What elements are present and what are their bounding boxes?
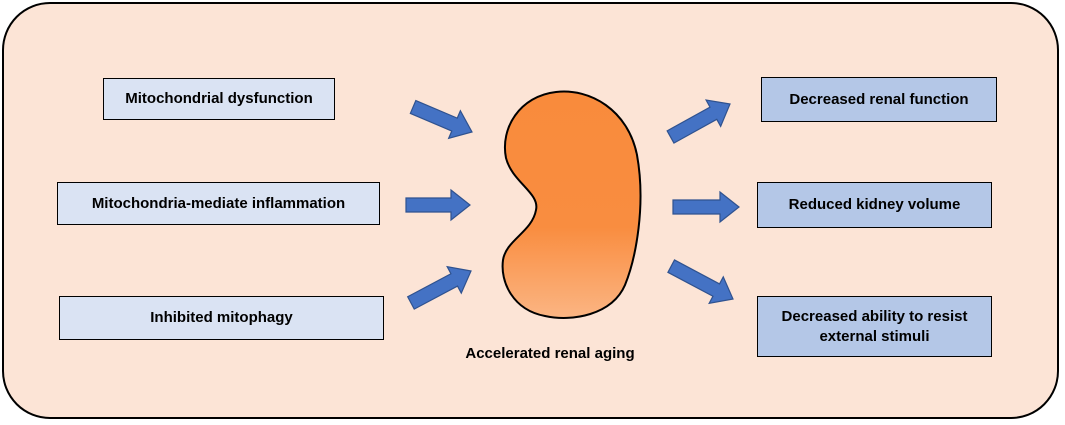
kidney-icon xyxy=(501,90,642,319)
arrow-cause-1 xyxy=(409,99,473,140)
cause-box-mitochondrial-dysfunction: Mitochondrial dysfunction xyxy=(103,78,335,120)
arrow-cause-3 xyxy=(406,265,472,310)
cause-box-inhibited-mitophagy: Inhibited mitophagy xyxy=(59,296,384,340)
arrow-effect-3 xyxy=(667,259,734,305)
arrow-cause-2 xyxy=(405,188,471,222)
effect-box-decreased-renal-function: Decreased renal function xyxy=(761,77,997,122)
effect-box-decreased-ability-to-resist: Decreased ability to resist external sti… xyxy=(757,296,992,357)
effect-box-reduced-kidney-volume: Reduced kidney volume xyxy=(757,182,992,228)
cause-box-mitochondria-mediate-inflammation: Mitochondria-mediate inflammation xyxy=(57,182,380,225)
arrow-effect-2 xyxy=(672,190,740,224)
arrow-effect-1 xyxy=(666,99,731,144)
center-label: Accelerated renal aging xyxy=(465,345,635,362)
